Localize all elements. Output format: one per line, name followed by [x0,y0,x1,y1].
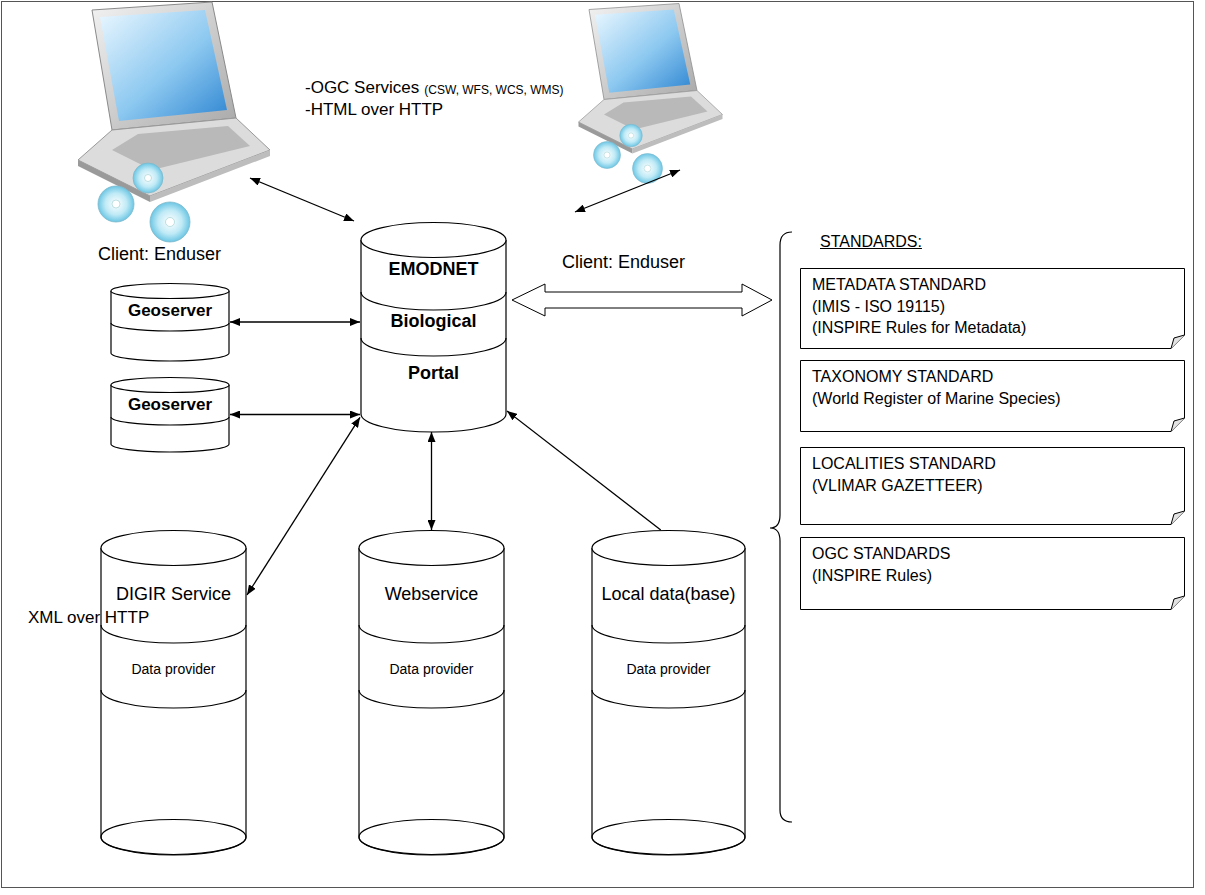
node-text: Portal [408,363,459,385]
client-arrow [250,178,354,221]
cylinder-band [101,690,246,708]
text-label: Client: Enduser [98,244,221,266]
text-label: XML over HTTP [28,608,149,628]
text-label: STANDARDS: [820,232,922,251]
note-body [801,361,1185,432]
node-text: DIGIR Service [116,584,231,606]
cylinder-band [361,338,506,356]
cylinder-bottom [101,820,246,855]
cylinder-top [111,284,229,299]
laptop-icon [579,4,723,184]
cylinder-band [592,690,745,708]
standard-note: OGC STANDARDS(INSPIRE Rules) [800,537,1185,610]
cylinder-band [359,690,504,708]
cylinder-band [111,323,229,331]
note-fold [1171,596,1185,610]
cylinder-band [592,625,745,643]
node-text: METADATA STANDARD [812,274,1173,296]
note-fold [1171,511,1185,525]
cylinder-band [101,625,246,643]
cylinder-body [592,548,745,855]
note-fold [1171,335,1185,349]
cylinder-bottom [359,820,504,855]
node-text: (INSPIRE Rules for Metadata) [812,317,1173,339]
node-text: Geoserver [128,301,212,321]
note-body [801,448,1185,525]
cylinder-body [111,385,229,452]
hollow-double-arrow [512,284,772,316]
cylinder-top [101,531,246,566]
standard-note: METADATA STANDARD(IMIS - ISO 19115)(INSP… [800,268,1185,349]
node-text: TAXONOMY STANDARD [812,366,1173,388]
node-text: Biological [390,311,476,333]
connector [507,411,661,530]
cylinder-outline [591,530,746,855]
text-label: (CSW, WFS, WCS, WMS) [424,83,563,97]
node-text: Geoserver [128,395,212,415]
server-cylinder: Geoserver [110,283,230,361]
note-body [801,538,1185,610]
cylinder-body [361,240,506,432]
cylinder-top [361,223,506,258]
node-text: (INSPIRE Rules) [812,565,1173,587]
cylinder-band [361,292,506,310]
frame [2,2,1194,888]
cylinder-top [111,378,229,393]
cylinder-band [111,417,229,425]
node-text: Data provider [131,661,215,678]
connector [431,432,432,530]
node-text: EMODNET [389,259,479,281]
node-text: (World Register of Marine Species) [812,388,1173,410]
node-text: OGC STANDARDS [812,543,1173,565]
curly-brace [770,232,792,822]
cylinder-body [359,548,504,855]
client-arrow [575,170,680,212]
cylinder-outline [100,530,247,855]
cylinder-band [359,625,504,643]
connector [230,321,360,322]
node-text: Webservice [385,584,479,606]
node-text: (IMIS - ISO 19115) [812,296,1173,318]
provider-cylinder: Local data(base) Data provider [591,530,746,855]
cylinder-outline [358,530,505,855]
node-text: Local data(base) [601,584,735,606]
connector [230,414,360,415]
note-body [801,269,1185,349]
laptop-icon [78,2,270,242]
connector [247,417,360,595]
cylinder-body [101,548,246,855]
cylinder-bottom [592,820,745,855]
standard-note: TAXONOMY STANDARD(World Register of Mari… [800,360,1185,432]
cylinder-top [592,531,745,566]
portal-cylinder: EMODNET BiologicalPortal [360,222,507,432]
cylinder-top [359,531,504,566]
note-fold [1171,418,1185,432]
text-label: -HTML over HTTP [305,100,443,120]
provider-cylinder: DIGIR ServiceData provider [100,530,247,855]
cylinder-body [111,291,229,361]
node-text: Data provider [626,661,710,678]
text-label: -OGC Services [305,78,419,98]
standard-note: LOCALITIES STANDARD(VLIMAR GAZETTEER) [800,447,1185,525]
text-label: Client: Enduser [562,252,685,274]
cylinder-outline [110,377,230,452]
server-cylinder: Geoserver [110,377,230,452]
provider-cylinder: WebserviceData provider [358,530,505,855]
node-text: Data provider [389,661,473,678]
node-text: (VLIMAR GAZETTEER) [812,475,1173,497]
cylinder-outline [110,283,230,361]
node-text: LOCALITIES STANDARD [812,453,1173,475]
